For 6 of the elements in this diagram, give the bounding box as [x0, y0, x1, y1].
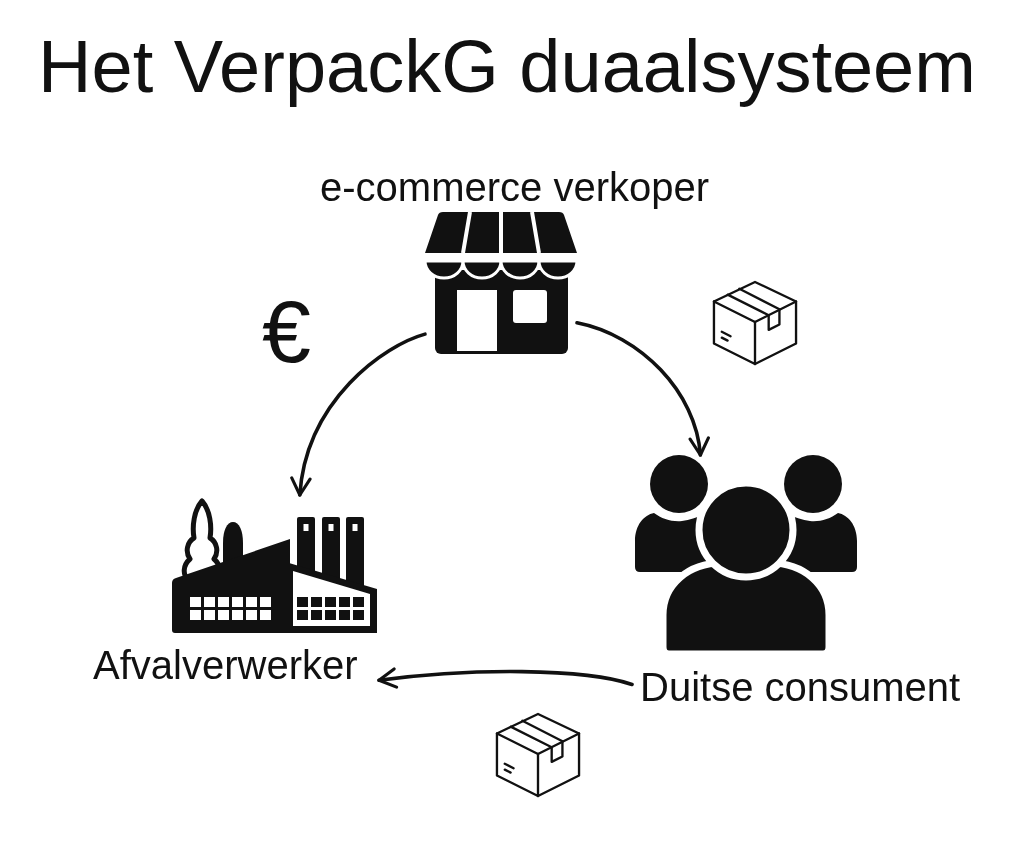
node-label: Afvalverwerker: [93, 642, 358, 688]
arrow: [377, 667, 634, 689]
node-label: e-commerce verkoper: [320, 164, 709, 210]
arrow: [291, 332, 427, 497]
arrow: [575, 320, 709, 457]
node-label: Duitse consument: [640, 664, 961, 710]
